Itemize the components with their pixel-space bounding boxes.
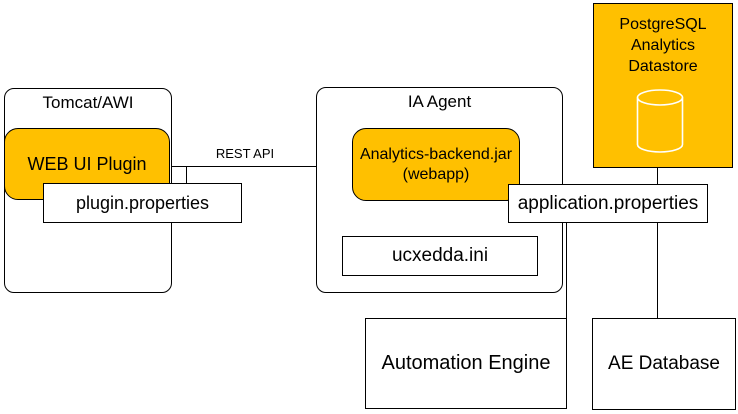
plugin-properties-node: plugin.properties [43, 183, 242, 223]
automation-engine-label: Automation Engine [381, 352, 551, 374]
database-cylinder-icon [636, 89, 684, 153]
web-ui-plugin-label: WEB UI Plugin [27, 153, 147, 174]
postgres-title-line3: Datastore [628, 58, 698, 75]
postgres-datastore-title: PostgreSQL Analytics Datastore [594, 14, 732, 77]
ucxedda-ini-label: ucxedda.ini [391, 245, 489, 266]
postgres-title-line2: Analytics [630, 37, 696, 54]
tomcat-awi-title: Tomcat/AWI [42, 93, 134, 112]
analytics-backend-node: Analytics-backend.jar (webapp) [352, 128, 520, 201]
ucxedda-ini-node: ucxedda.ini [342, 236, 538, 276]
postgres-title-line1: PostgreSQL [619, 16, 707, 33]
connector-postgres-aedatabase [657, 167, 659, 318]
analytics-backend-label: Analytics-backend.jar (webapp) [360, 145, 512, 185]
plugin-properties-label: plugin.properties [75, 192, 210, 213]
automation-engine-node: Automation Engine [365, 318, 567, 409]
connector-webui-iaagent [170, 166, 316, 168]
connector-appproperties-automation [566, 222, 568, 318]
ia-agent-title: IA Agent [407, 92, 472, 111]
application-properties-node: application.properties [508, 184, 708, 223]
application-properties-label: application.properties [517, 192, 699, 214]
analytics-backend-line1: Analytics-backend.jar [359, 145, 513, 163]
connector-restline-pluginproperties [185, 166, 187, 184]
analytics-backend-line2: (webapp) [402, 165, 470, 183]
ae-database-label: AE Database [608, 353, 720, 374]
ae-database-node: AE Database [592, 318, 736, 410]
rest-api-label: REST API [215, 146, 275, 161]
postgres-datastore-node: PostgreSQL Analytics Datastore [593, 3, 733, 168]
